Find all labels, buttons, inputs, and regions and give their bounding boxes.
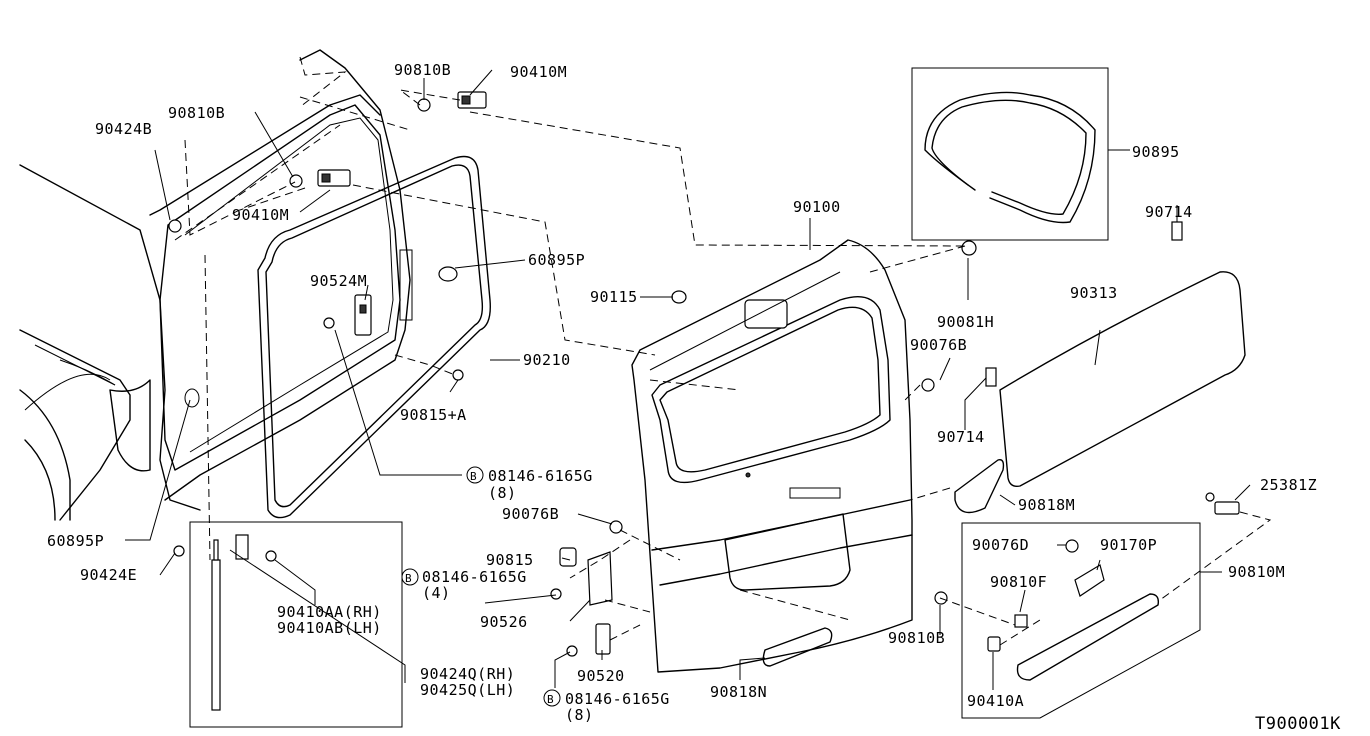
callout-90424e: 90424E (80, 566, 137, 584)
callout-90818n: 90818N (710, 683, 767, 701)
callout-90410m-top: 90410M (510, 63, 567, 81)
leader-lines (125, 69, 1251, 690)
callout-90895: 90895 (1132, 143, 1180, 161)
callout-90170p: 90170P (1100, 536, 1157, 554)
callout-90810b-mid: 90810B (168, 104, 225, 122)
callout-90424q: 90424Q(RH) (420, 665, 515, 683)
diagram-id: T900001K (1255, 714, 1341, 734)
weatherstrip (257, 155, 491, 519)
striker-part (323, 266, 464, 381)
callout-90818m: 90818M (1018, 496, 1075, 514)
bolt-code-b: B (405, 572, 412, 585)
callout-08146-c-qty: (8) (565, 706, 594, 724)
callout-90115: 90115 (590, 288, 638, 306)
callout-90313: 90313 (1070, 284, 1118, 302)
bolt-code-a: B (470, 470, 477, 483)
callout-08146-a: 08146-6165G (488, 467, 593, 485)
callout-08146-b-qty: (4) (422, 584, 451, 602)
trim-90818m (954, 459, 1005, 514)
callout-08146-a-qty: (8) (488, 484, 517, 502)
molding-inset (911, 67, 1109, 241)
callout-90100: 90100 (793, 198, 841, 216)
callout-90526: 90526 (480, 613, 528, 631)
callout-90410a: 90410A (967, 692, 1024, 710)
back-window-glass (985, 221, 1246, 488)
callout-90410ab: 90410AB(LH) (277, 619, 382, 637)
callout-90815: 90815 (486, 551, 534, 569)
vehicle-body (19, 49, 413, 521)
callout-08146-b: 08146-6165G (422, 568, 527, 586)
callout-90410m-mid: 90410M (232, 206, 289, 224)
lower-hinge-parts (550, 520, 623, 657)
callout-90076d: 90076D (972, 536, 1029, 554)
callout-60895p-right: 60895P (528, 251, 585, 269)
callout-90425q: 90425Q(LH) (420, 681, 515, 699)
hinge-parts-top (168, 91, 487, 233)
callout-90815a: 90815+A (400, 406, 467, 424)
callout-labels: 90810B 90410M 90424B 90810B 90410M 60895… (47, 61, 1341, 734)
back-door-panel (631, 239, 913, 673)
callout-08146-c: 08146-6165G (565, 690, 670, 708)
bolt-markers (401, 466, 561, 707)
callout-90810b-top: 90810B (394, 61, 451, 79)
bolt-code-c: B (547, 693, 554, 706)
callout-90410aa: 90410AA(RH) (277, 603, 382, 621)
assembly-lines (174, 56, 1272, 646)
trim-90818n (762, 627, 833, 667)
callout-90810f: 90810F (990, 573, 1047, 591)
callout-90810m: 90810M (1228, 563, 1285, 581)
callout-90076b-left: 90076B (502, 505, 559, 523)
callout-90424b: 90424B (95, 120, 152, 138)
callout-90210: 90210 (523, 351, 571, 369)
callout-90081h: 90081H (937, 313, 994, 331)
callout-90520: 90520 (577, 667, 625, 685)
callout-90714-upper: 90714 (1145, 203, 1193, 221)
callout-90524m: 90524M (310, 272, 367, 290)
callout-60895p-left: 60895P (47, 532, 104, 550)
callout-90714-lower: 90714 (937, 428, 985, 446)
callout-90810b-low: 90810B (888, 629, 945, 647)
callout-25381z: 25381Z (1260, 476, 1317, 494)
gas-stay (173, 521, 403, 728)
stop-lamp-inset (934, 492, 1240, 719)
grommets (671, 240, 977, 392)
callout-90076b-right: 90076B (910, 336, 967, 354)
